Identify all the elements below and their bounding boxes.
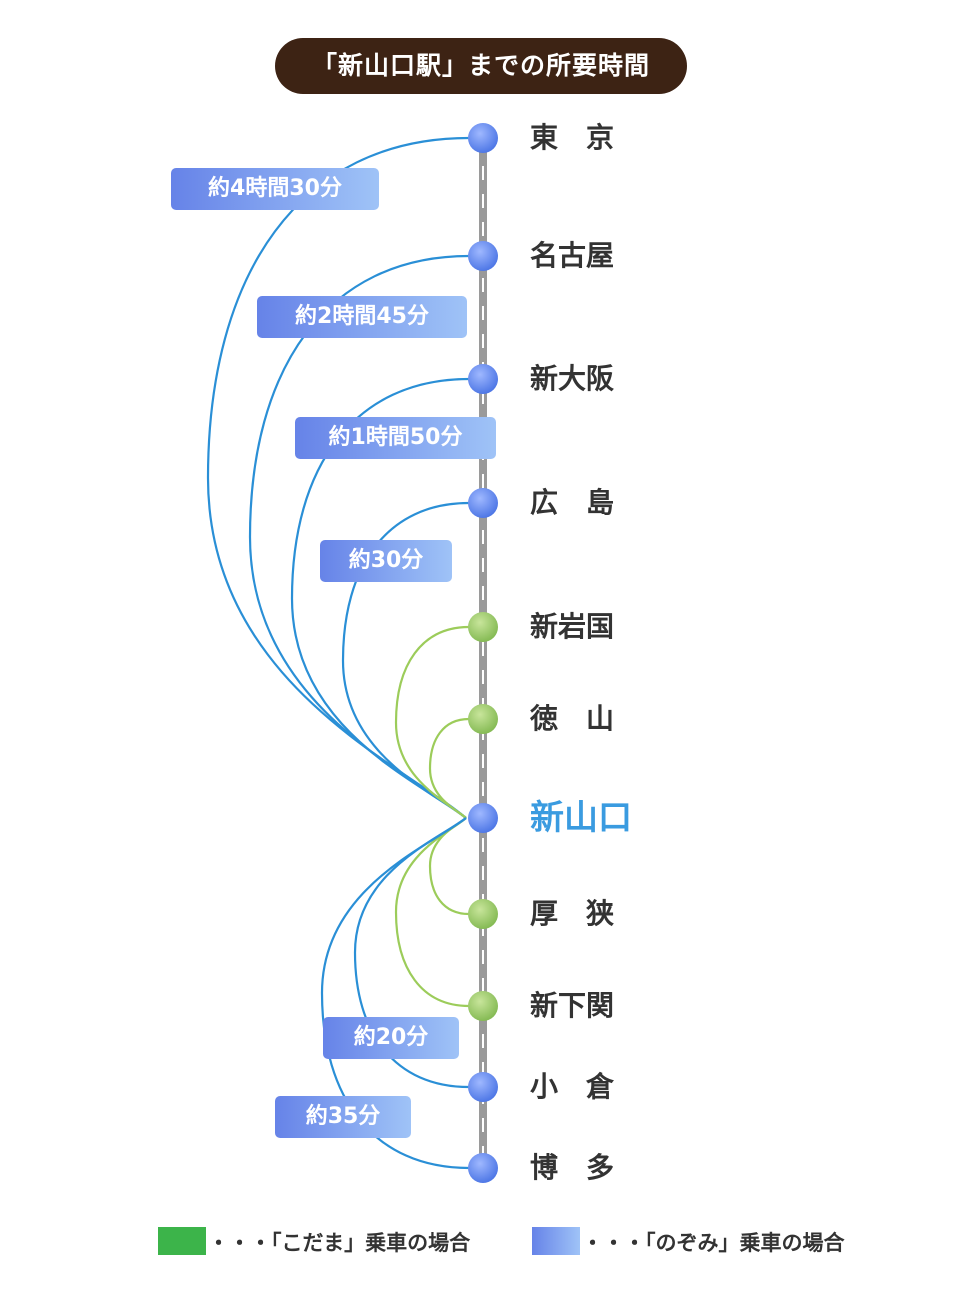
legend-nozomi-label: ・・・「のぞみ」乗車の場合 xyxy=(582,1231,845,1255)
arc-nozomi-2 xyxy=(290,377,470,819)
station-label: 新大阪 xyxy=(530,362,615,395)
station-dot-5 xyxy=(468,704,498,734)
arc-nozomi-1 xyxy=(248,254,470,819)
station-label: 名古屋 xyxy=(530,239,615,272)
station-label: 新岩国 xyxy=(530,610,615,643)
station-dot-10 xyxy=(468,1153,498,1183)
travel-time-badge: 約30分 xyxy=(320,540,452,582)
station-label: 小 倉 xyxy=(530,1070,615,1103)
station-label: 東 京 xyxy=(530,121,615,154)
station-dot-0 xyxy=(468,123,498,153)
arc-nozomi-0 xyxy=(206,136,470,819)
station-dot-7 xyxy=(468,899,498,929)
station-dot-2 xyxy=(468,364,498,394)
legend-nozomi-swatch xyxy=(532,1227,580,1255)
travel-time-badge: 約2時間45分 xyxy=(257,296,467,338)
station-label: 博 多 xyxy=(530,1151,615,1184)
station-dot-4 xyxy=(468,612,498,642)
legend-kodama-swatch xyxy=(158,1227,206,1255)
travel-time-badge: 約4時間30分 xyxy=(171,168,379,210)
travel-time-badge: 約1時間50分 xyxy=(295,417,496,459)
station-dot-1 xyxy=(468,241,498,271)
station-label: 厚 狭 xyxy=(530,897,615,930)
station-label: 徳 山 xyxy=(530,702,615,735)
legend-kodama-label: ・・・「こだま」乗車の場合 xyxy=(208,1231,471,1255)
station-dot-6 xyxy=(468,803,498,833)
arc-kodama-7 xyxy=(428,817,470,916)
hub-station-label: 新山口 xyxy=(530,798,632,838)
arc-kodama-8 xyxy=(394,817,470,1008)
page-title: 「新山口駅」までの所要時間 xyxy=(275,38,687,94)
station-label: 新下関 xyxy=(530,989,615,1022)
station-label: 広 島 xyxy=(530,486,615,519)
travel-time-badge: 約20分 xyxy=(323,1017,459,1059)
station-dot-8 xyxy=(468,991,498,1021)
arc-nozomi-10 xyxy=(320,817,470,1170)
arc-nozomi-3 xyxy=(341,501,470,819)
arc-kodama-5 xyxy=(428,717,470,819)
travel-time-badge: 約35分 xyxy=(275,1096,411,1138)
station-dot-3 xyxy=(468,488,498,518)
arc-kodama-4 xyxy=(394,625,470,819)
station-dot-9 xyxy=(468,1072,498,1102)
